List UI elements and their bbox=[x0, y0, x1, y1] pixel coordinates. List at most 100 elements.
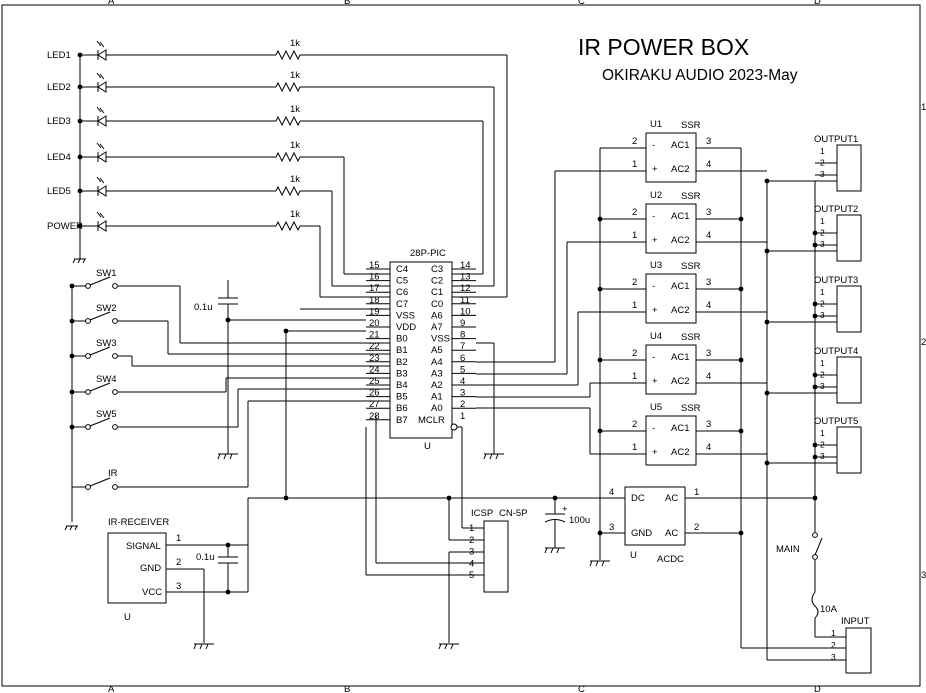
output-group: OUTPUT1123OUTPUT2123OUTPUT3123OUTPUT4123… bbox=[764, 134, 862, 474]
pic-pin-name: A3 bbox=[431, 368, 443, 379]
border-row-label: 3 bbox=[921, 570, 926, 581]
ssr-pin-num: 1 bbox=[632, 442, 637, 453]
icsp-title: ICSP bbox=[471, 508, 493, 519]
acdc-pin-num: 3 bbox=[609, 522, 614, 533]
ssr-mark: + bbox=[652, 235, 658, 246]
ssr-label: SSR bbox=[681, 261, 701, 272]
led-label: LED5 bbox=[47, 186, 71, 197]
wire bbox=[96, 176, 102, 183]
switch-contact bbox=[85, 353, 91, 359]
wire bbox=[96, 72, 102, 79]
resistor bbox=[275, 115, 301, 127]
junction bbox=[764, 178, 770, 184]
ir-pin-num: 2 bbox=[176, 557, 181, 568]
input-pin: 1 bbox=[831, 628, 836, 638]
ssr-body bbox=[645, 415, 697, 466]
capacitor-label: 0.1u bbox=[194, 302, 213, 313]
switch-label: SW2 bbox=[96, 303, 117, 314]
acdc-pin-name: DC bbox=[631, 493, 645, 504]
pic-pin-num: 11 bbox=[460, 295, 470, 306]
switch-contact bbox=[112, 353, 118, 359]
pic-pin-num: 13 bbox=[460, 272, 471, 283]
switch-contact bbox=[112, 389, 118, 395]
ssr-pin-num: 3 bbox=[706, 348, 711, 359]
page-subtitle: OKIRAKU AUDIO 2023-May bbox=[602, 67, 798, 84]
ssr-pin-name: AC2 bbox=[671, 305, 689, 316]
frame bbox=[1, 4, 921, 687]
ir-unit: U bbox=[124, 612, 131, 623]
pic-pin-name: B2 bbox=[396, 357, 408, 368]
resistor bbox=[275, 185, 301, 197]
acdc-unit: U bbox=[630, 550, 637, 561]
border-col-label: B bbox=[344, 0, 350, 7]
wire bbox=[89, 276, 111, 286]
switch-contact bbox=[112, 318, 118, 324]
ssr-unit-name: U1 bbox=[650, 119, 662, 130]
pic-pin-name: A7 bbox=[431, 322, 443, 333]
wire bbox=[89, 382, 111, 392]
border-col-label: A bbox=[108, 0, 115, 7]
ssr-mark: + bbox=[652, 305, 658, 316]
ssr-pin-num: 3 bbox=[706, 207, 711, 218]
acdc-pin-name: GND bbox=[631, 528, 652, 539]
wire bbox=[99, 177, 105, 184]
led-label: LED2 bbox=[47, 82, 71, 93]
ssr-pin-num: 3 bbox=[706, 419, 711, 430]
switch-contact bbox=[85, 318, 91, 324]
pic-pin-num: 22 bbox=[369, 341, 380, 352]
output-body bbox=[836, 356, 862, 404]
wire bbox=[89, 346, 111, 356]
ssr-pin-num: 4 bbox=[706, 230, 711, 241]
output-pin: 1 bbox=[820, 146, 825, 156]
pic-pin-num: 10 bbox=[460, 306, 471, 317]
ssr-body bbox=[645, 273, 697, 324]
switch-row: SW3 bbox=[69, 338, 390, 367]
acdc-pin-num: 2 bbox=[694, 522, 699, 533]
output-body bbox=[836, 144, 862, 192]
ssr-pin-num: 2 bbox=[632, 277, 637, 288]
wire bbox=[89, 311, 111, 321]
pic-pin-num: 4 bbox=[460, 376, 465, 387]
switch-row: SW1 bbox=[69, 268, 390, 344]
power-wires bbox=[227, 280, 366, 501]
ssr-pin-num: 1 bbox=[632, 230, 637, 241]
junction bbox=[764, 390, 770, 396]
junction bbox=[764, 319, 770, 325]
ssr-pin-name: AC2 bbox=[671, 235, 689, 246]
resistor bbox=[275, 220, 301, 232]
wire bbox=[99, 41, 105, 48]
main-switch-label: MAIN bbox=[776, 544, 800, 555]
ssr-mark: - bbox=[652, 211, 655, 222]
led-label: LED1 bbox=[47, 50, 71, 61]
switch-label: SW1 bbox=[96, 268, 117, 279]
ssr-mark: + bbox=[652, 164, 658, 175]
pic-pin-name: B1 bbox=[396, 345, 408, 356]
wire bbox=[89, 477, 111, 487]
pic-pin-name: VDD bbox=[396, 322, 416, 333]
junction bbox=[764, 460, 770, 466]
ir-pin-num: 3 bbox=[176, 581, 181, 592]
switch-label: SW4 bbox=[96, 374, 117, 385]
ssr-mark: + bbox=[652, 447, 658, 458]
switch-label: SW3 bbox=[96, 338, 117, 349]
polarity-plus: + bbox=[562, 504, 568, 515]
output-pin: 3 bbox=[820, 310, 825, 320]
ssr-body bbox=[645, 344, 697, 395]
icsp-pin-num: 4 bbox=[469, 558, 474, 569]
pic-pin-num: 20 bbox=[369, 318, 380, 329]
pic-pin-name: MCLR bbox=[418, 415, 445, 426]
pic-pin-num: 19 bbox=[369, 306, 380, 317]
acdc-name: ACDC bbox=[657, 554, 684, 565]
ssr-pin-name: AC1 bbox=[671, 423, 689, 434]
ssr-unit-name: U3 bbox=[650, 260, 662, 271]
resistor-label: 1k bbox=[290, 140, 300, 151]
pic-pin-num: 7 bbox=[460, 341, 465, 352]
pic-pin-num: 1 bbox=[460, 411, 465, 422]
switch-contact bbox=[85, 283, 91, 289]
